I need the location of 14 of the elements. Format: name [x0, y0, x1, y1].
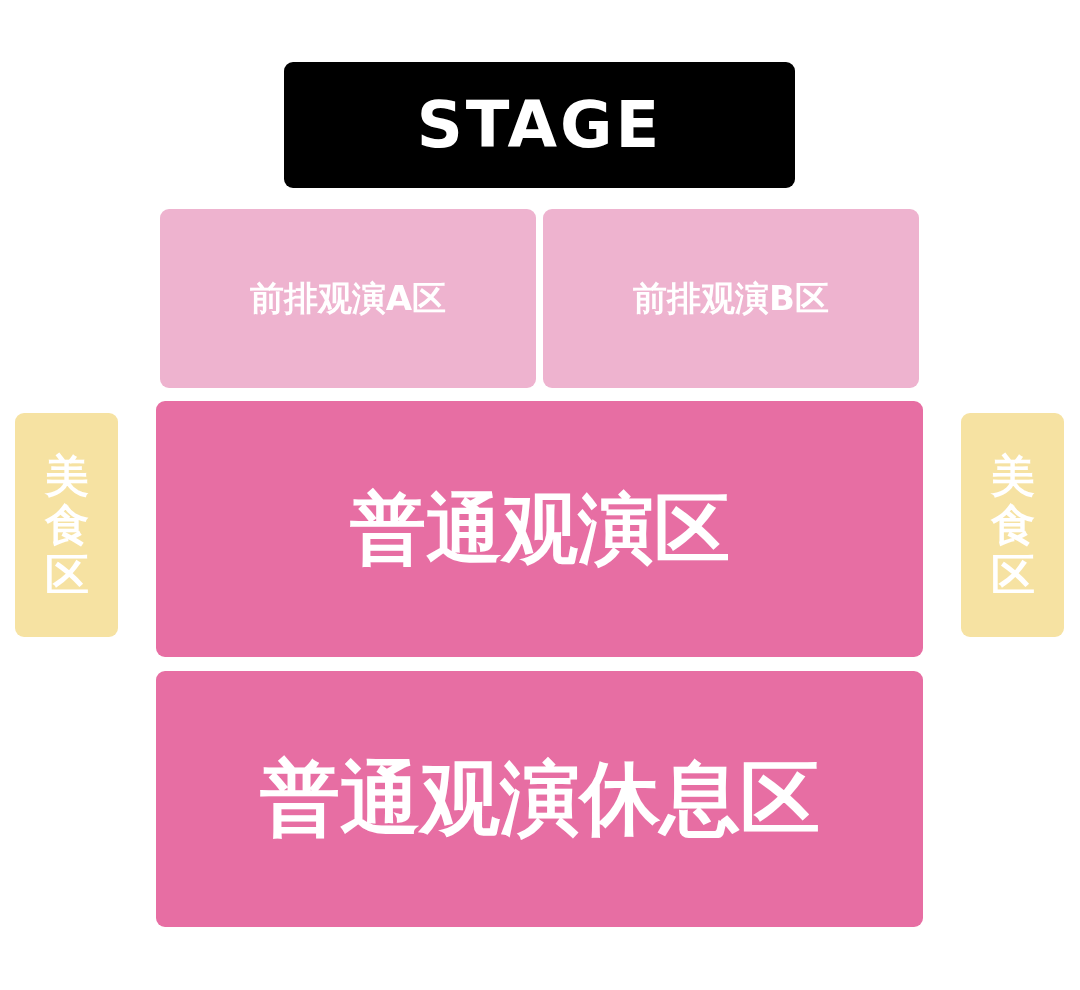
stage-block: [284, 62, 795, 188]
stage-label: STAGE: [416, 89, 663, 161]
seating-area: [156, 401, 923, 657]
front-seating-area: [160, 209, 536, 388]
area-label: 普通观演休息区: [259, 755, 820, 843]
front-seating-area: [543, 209, 919, 388]
area-label: 前排观演A区: [249, 279, 447, 318]
area-label: 普通观演区: [349, 487, 730, 571]
food-area: [15, 413, 118, 637]
area-label: 前排观演B区: [633, 279, 829, 318]
area-label: 美食区: [44, 451, 89, 599]
rest-area: [156, 671, 923, 927]
area-label: 美食区: [990, 451, 1035, 599]
food-area: [961, 413, 1064, 637]
